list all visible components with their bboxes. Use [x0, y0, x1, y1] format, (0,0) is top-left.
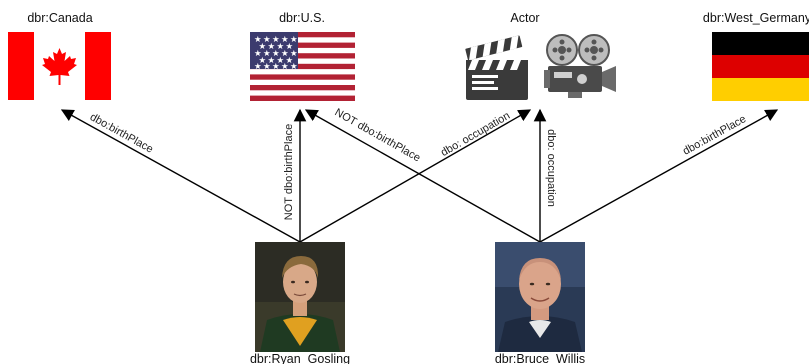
node-label-ryan-gosling: dbr:Ryan_Gosling	[250, 352, 350, 364]
edge-label-ryan-canada: dbo:birthPlace	[88, 111, 155, 156]
svg-text:★: ★	[286, 42, 294, 52]
svg-text:★: ★	[281, 49, 289, 59]
us-flag-icon: ★★★★★ ★★★★ ★★★★★ ★★★★ ★★★★★	[250, 32, 355, 101]
edges	[60, 108, 779, 243]
svg-text:★: ★	[272, 62, 280, 72]
svg-text:★: ★	[259, 42, 267, 52]
node-label-west-germany: dbr:West_Germany	[703, 11, 809, 25]
svg-text:★: ★	[286, 56, 294, 66]
edge-ryan-canada	[60, 109, 301, 243]
svg-text:★: ★	[277, 42, 285, 52]
node-label-bruce-willis: dbr:Bruce_Willis	[495, 352, 585, 364]
svg-text:★: ★	[281, 62, 289, 72]
svg-text:★: ★	[272, 35, 280, 45]
clapperboard-icon	[465, 35, 528, 100]
canada-flag-icon	[8, 32, 111, 100]
svg-text:★: ★	[290, 49, 298, 59]
person-photo-icon	[495, 242, 585, 352]
film-camera-icon	[544, 34, 616, 98]
edge-bruce-us	[304, 109, 541, 243]
germany-flag-icon	[712, 32, 809, 101]
edge-label-ryan-us: NOT dbo:birthPlace	[283, 124, 295, 220]
svg-text:★: ★	[272, 49, 280, 59]
person-photo-icon	[255, 242, 345, 352]
svg-text:★: ★	[254, 62, 262, 72]
svg-text:★: ★	[263, 49, 271, 59]
svg-text:★: ★	[254, 35, 262, 45]
edge-bruce-germany	[539, 109, 779, 243]
edge-label-bruce-actor: dbo: occupation	[545, 129, 557, 207]
svg-text:★: ★	[263, 62, 271, 72]
edge-label-bruce-us: NOT dbo:birthPlace	[333, 106, 423, 164]
node-label-us: dbr:U.S.	[279, 11, 325, 25]
svg-text:★: ★	[277, 56, 285, 66]
svg-text:★: ★	[268, 56, 276, 66]
edge-labels: dbo:birthPlace NOT dbo:birthPlace dbo: o…	[88, 106, 748, 220]
edge-ryan-actor	[299, 109, 532, 243]
node-labels: dbr:Canada dbr:U.S. Actor dbr:West_Germa…	[27, 11, 809, 364]
svg-text:★: ★	[254, 49, 262, 59]
node-label-actor: Actor	[510, 11, 539, 25]
svg-text:★: ★	[259, 56, 267, 66]
svg-text:★: ★	[263, 35, 271, 45]
svg-text:★: ★	[268, 42, 276, 52]
edge-label-ryan-actor: dbo: occupation	[439, 110, 512, 159]
edge-label-bruce-germany: dbo:birthPlace	[681, 113, 748, 158]
svg-text:★: ★	[281, 35, 289, 45]
svg-text:★: ★	[290, 62, 298, 72]
svg-text:★: ★	[290, 35, 298, 45]
node-label-canada: dbr:Canada	[27, 11, 92, 25]
